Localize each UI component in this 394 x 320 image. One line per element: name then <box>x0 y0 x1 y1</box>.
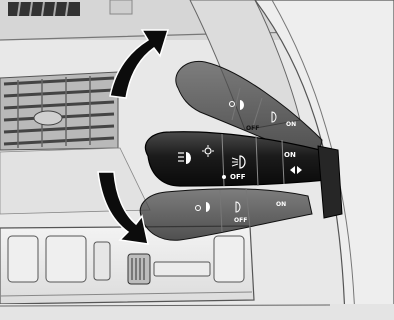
bottom-edge <box>0 304 394 320</box>
dash-tab <box>110 0 132 14</box>
center-air-vent <box>0 72 118 150</box>
middle-off-label: OFF <box>230 174 246 181</box>
off-indicator-dot <box>222 175 226 179</box>
dimmer-thumbwheel <box>128 254 150 284</box>
upper-on-label: ON <box>286 122 296 128</box>
middle-on-label: ON <box>284 152 296 159</box>
lower-on-label: ON <box>276 202 286 208</box>
upper-vent <box>8 2 80 16</box>
lower-off-label: OFF <box>234 218 247 224</box>
upper-off-label: OFF <box>246 126 259 132</box>
